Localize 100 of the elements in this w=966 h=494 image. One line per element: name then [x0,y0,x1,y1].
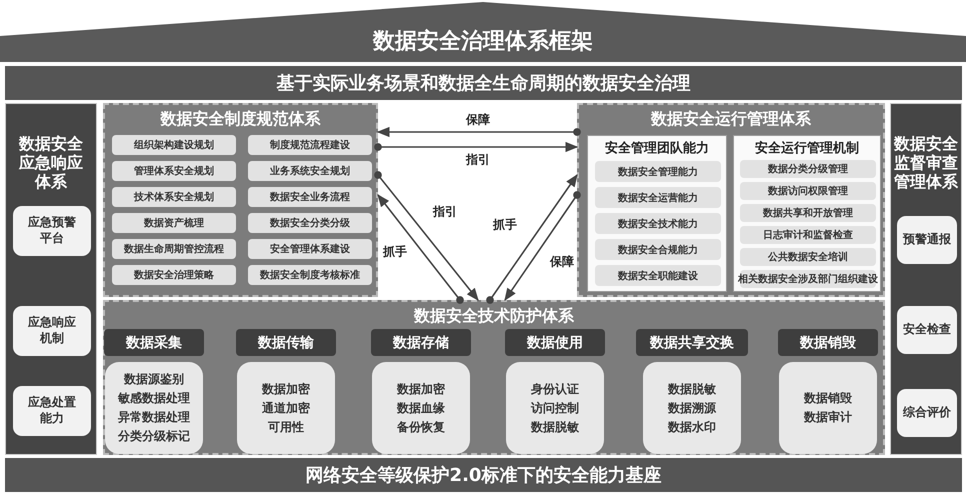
label-text: 数据安全管理能力 [618,165,698,178]
item-box [740,248,876,266]
label-text: 应急响应机制 [27,315,77,347]
header-tab [505,329,605,356]
label-text: 预警通报 [902,232,952,248]
header-tab [778,329,878,356]
label-text: 应急处置能力 [27,395,77,427]
item-box [595,187,721,208]
label-text: 数据溯源 [668,400,716,416]
content-box [372,362,470,454]
title-text: 网络安全等级保护2.0标准下的安全能力基座 [306,464,662,487]
label-text: 数据传输 [258,334,314,352]
label-text: 数据共享交换 [650,334,734,352]
label-text: 数据采集 [126,334,182,352]
item-box [112,161,236,181]
label-text: 数据安全治理策略 [134,268,214,282]
label-text: 分类分级标记 [118,428,190,445]
header-tab [236,329,336,356]
system-panel [103,300,885,455]
content-box [506,362,604,454]
label-text: 数据资产梳理 [144,216,204,230]
label-text: 身份认证 [531,380,579,398]
roof-banner [0,0,966,62]
title-band [5,458,962,492]
item-box [595,161,721,182]
rounded-box [897,389,957,437]
rounded-box [13,306,91,356]
arrow [374,171,479,301]
label-text: 公共数据安全培训 [768,250,848,264]
arrow [374,142,578,152]
item-box [740,204,876,222]
item-box [595,265,721,286]
label-text: 技术体系安全规划 [134,190,214,204]
title-text: 基于实际业务场景和数据全生命周期的数据安全治理 [276,72,690,95]
label-text: 数据加密 [262,380,310,398]
heading: 安全运行管理机制 [755,140,859,157]
label-text: 可用性 [268,418,304,436]
heading: 安全管理团队能力 [605,140,709,157]
heading: 数据安全运行管理体系 [651,109,811,130]
item-box [740,226,876,244]
item-box [595,239,721,260]
item-box [595,213,721,234]
system-panel [577,103,885,297]
heading: 数据安全制度规范体系 [160,109,320,130]
label-text: 日志审计和监督检查 [763,228,853,242]
card [587,135,727,292]
header-tab [636,329,748,356]
edge-label: 抓手 [491,216,519,234]
edge-label: 保障 [464,112,492,128]
label-text: 安全检查 [902,322,952,338]
item-box [248,265,372,285]
item-box [740,182,876,200]
label-text: 数据销毁 [800,334,856,352]
item-box [248,187,372,207]
heading: 数据安全技术防护体系 [414,306,574,327]
label-text: 数据审计 [804,409,852,426]
label-text: 数据脱敏 [668,380,716,398]
label-text: 组织架构建设规划 [134,138,214,152]
title-text: 数据安全治理体系框架 [372,28,594,56]
label-text: 数据脱敏 [531,418,579,436]
label-text: 数据源鉴别 [124,371,184,388]
label-text: 通道加密 [262,400,310,416]
title-band [5,66,962,100]
rounded-box [897,216,957,264]
item-box [112,135,236,155]
side-panel [890,103,962,455]
label-text: 数据血缘 [397,400,445,416]
label-text: 异常数据处理 [118,409,190,426]
card [733,135,881,292]
label-text: 相关数据安全涉及部门组织建设 [738,272,878,286]
label-text: 应急预警平台 [27,215,77,247]
side-panel [5,103,97,455]
label-text: 数据生命周期管控流程 [124,242,224,256]
content-box [779,362,877,454]
arrow [504,191,581,302]
label-text: 业务系统安全规划 [270,164,350,178]
label-text: 数据安全合规能力 [618,243,698,256]
label-text: 管理体系安全规划 [134,164,214,178]
content-box [105,362,203,454]
arrow [486,174,578,304]
label-text: 数据加密 [397,380,445,398]
label-text: 数据安全运营能力 [618,191,698,204]
label-text: 数据分类分级管理 [768,162,848,176]
header-tab [371,329,471,356]
item-box [112,187,236,207]
system-panel [103,103,378,297]
rounded-box [13,386,91,436]
label-text: 数据水印 [668,418,716,436]
label-text: 数据安全制度考核标准 [260,268,360,282]
heading: 数据安全应急响应体系 [18,134,84,192]
item-box [112,265,236,285]
label-text: 数据安全职能建设 [618,269,698,282]
edge-label: 抓手 [381,244,409,260]
arrow [377,194,464,304]
label-text: 敏感数据处理 [118,390,190,407]
item-box [248,239,372,259]
item-box [248,135,372,155]
label-text: 数据共享和开放管理 [763,206,853,220]
label-text: 备份恢复 [397,418,445,436]
label-text: 访问控制 [531,400,579,416]
